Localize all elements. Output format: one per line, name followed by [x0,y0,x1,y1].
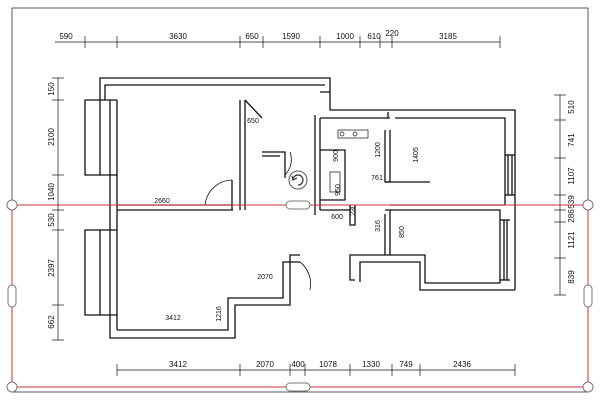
dim-top-7: 220 [385,29,399,38]
resize-handle-top-left[interactable] [6,199,18,211]
label-2070: 2070 [257,274,273,281]
dim-left-3: 1040 [47,183,56,201]
dim-bottom-6: 749 [399,360,413,369]
label-850: 850 [399,226,406,238]
label-600: 600 [331,214,343,221]
rotate-icon [292,174,304,186]
label-1200: 1200 [375,142,382,158]
dim-top-4: 1590 [282,32,300,41]
dim-right-6: 1121 [567,231,576,249]
label-950: 950 [335,184,342,196]
dim-left-5: 2397 [47,259,56,277]
dim-left-1: 150 [47,82,56,96]
rotate-handle[interactable] [288,170,308,190]
resize-handle-top-right[interactable] [582,199,594,211]
resize-handle-bottom[interactable] [285,382,311,392]
dim-bottom-4: 1078 [319,360,337,369]
dim-right-7: 839 [567,270,576,284]
drawing-frame [11,7,589,393]
dim-bottom-7: 2436 [453,360,471,369]
dim-top-3: 650 [245,32,259,41]
resize-handle-bottom-right[interactable] [582,381,594,393]
label-761: 761 [371,175,383,182]
dimension-chain-right [554,94,566,296]
dim-right-2: 741 [567,133,576,147]
label-2660: 2660 [154,198,170,205]
dim-bottom-1: 3412 [169,360,187,369]
dim-left-2: 2100 [47,128,56,146]
fixtures [329,129,369,193]
dim-right-1: 510 [567,100,576,114]
dim-right-3: 1107 [567,167,576,185]
dim-left-6: 662 [47,315,56,329]
dimension-chain-left [52,77,64,341]
resize-handle-left[interactable] [7,284,17,308]
label-1216: 1216 [216,306,223,322]
label-1405: 1405 [413,147,420,163]
dim-right-4: 539 [567,195,576,209]
label-316: 316 [375,220,382,232]
dim-top-6: 610 [367,32,381,41]
door-swings [204,151,311,291]
dim-bottom-2: 2070 [256,360,274,369]
resize-handle-top[interactable] [285,200,311,210]
dimension-chain-bottom [116,364,516,376]
label-650: 650 [247,118,259,125]
label-230: 230 [350,204,357,216]
dim-bottom-5: 1330 [362,360,380,369]
dim-bottom-3: 400 [291,360,305,369]
label-900: 900 [333,150,340,162]
label-3412: 3412 [165,315,181,322]
resize-handle-right[interactable] [583,284,593,308]
dim-top-5: 1000 [336,32,354,41]
dim-top-2: 3630 [169,32,187,41]
dim-left-4: 530 [47,213,56,227]
dimension-chain-top [55,36,501,48]
dim-top-1: 590 [59,32,73,41]
dim-top-8: 3185 [439,32,457,41]
resize-handle-bottom-left[interactable] [6,381,18,393]
dim-right-5: 286 [567,209,576,223]
